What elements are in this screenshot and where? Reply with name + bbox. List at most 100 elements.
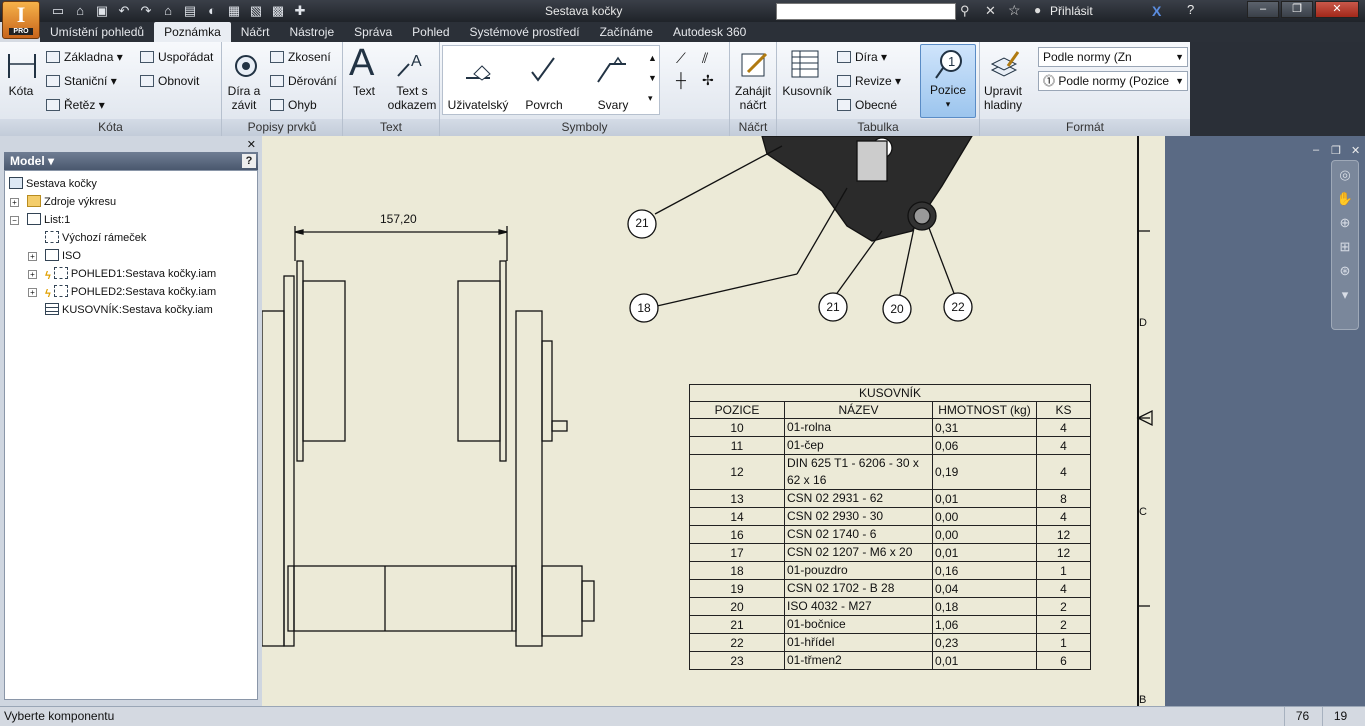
zoom-window-icon[interactable]: ⊞ [1339, 239, 1351, 254]
tree-node-parts-list[interactable]: KUSOVNÍK:Sestava kočky.iam [45, 302, 213, 318]
browser-header[interactable]: Model ▾? [4, 152, 258, 170]
close-button[interactable]: ✕ [1315, 1, 1359, 18]
revision-button[interactable]: Revize ▾ [837, 74, 901, 88]
undo-icon[interactable]: ↶ [118, 3, 130, 18]
tools-icon[interactable]: ✕ [985, 3, 996, 18]
tab-autodesk-360[interactable]: Autodesk 360 [672, 25, 747, 39]
return-icon[interactable]: ▩ [271, 3, 285, 18]
tab-tools[interactable]: Nástroje [289, 25, 335, 39]
navbar-menu-icon[interactable]: ▾ [1341, 287, 1349, 302]
drawing-canvas[interactable]: 157,20 21 18 21 20 22 D C B KUSOVNÍK POZ… [262, 136, 1165, 706]
help-icon[interactable]: ? [1187, 2, 1195, 17]
general-table-button[interactable]: Obecné [837, 98, 897, 112]
style-combo[interactable]: Podle normy (Zn▼ [1038, 47, 1188, 67]
arrange-button[interactable]: Uspořádat [140, 50, 213, 64]
collapse-icon[interactable]: − [10, 216, 19, 225]
balloon-21-a[interactable]: 21 [635, 216, 649, 230]
balloon-20[interactable]: 20 [890, 302, 904, 316]
steering-wheel-icon[interactable]: ◎ [1339, 167, 1351, 182]
view-minimize-icon[interactable]: – [1313, 144, 1320, 156]
minimize-button[interactable]: – [1247, 1, 1279, 18]
redo-icon[interactable]: ↷ [140, 3, 152, 18]
retrieve-button[interactable]: Obnovit [140, 74, 199, 88]
dimension-button[interactable]: Kóta [8, 84, 34, 98]
tab-sketch[interactable]: Náčrt [240, 25, 270, 39]
dimension-value[interactable]: 157,20 [380, 212, 417, 226]
browser-help-icon[interactable]: ? [242, 154, 256, 168]
select-icon[interactable]: ◐ [208, 3, 216, 18]
bend-button[interactable]: Ohyb [270, 98, 317, 112]
text-button[interactable]: Text [352, 84, 375, 98]
expand-icon[interactable]: + [10, 198, 19, 207]
zoom-icon[interactable]: ⊕ [1339, 215, 1351, 230]
new-icon[interactable]: ▭ [51, 3, 65, 18]
measure-icon[interactable]: ▦ [227, 3, 241, 18]
zoom-all-icon[interactable]: ⊛ [1339, 263, 1351, 278]
chain-button[interactable]: Řetěz ▾ [46, 98, 105, 112]
parts-list-button[interactable]: Kusovník [782, 84, 832, 98]
pan-icon[interactable]: ✋ [1336, 191, 1354, 206]
surface-button[interactable]: Povrch [525, 98, 563, 112]
chamfer-button[interactable]: Zkosení [270, 50, 331, 64]
application-menu-button[interactable]: I PRO [2, 1, 40, 39]
expand-icon[interactable]: + [28, 270, 37, 279]
parts-list-table[interactable]: KUSOVNÍK POZICE NÁZEV HMOTNOST (kg) KS 1… [689, 384, 1091, 670]
balloon-18[interactable]: 18 [637, 301, 651, 315]
view-restore-icon[interactable]: ❐ [1331, 145, 1341, 157]
tree-node-default-border[interactable]: Výchozí rámeček [45, 230, 146, 246]
punch-button[interactable]: Děrování [270, 74, 337, 88]
search-icon[interactable]: ⚲ [960, 3, 970, 18]
weld-button[interactable]: Svary [597, 98, 629, 112]
centerline-bisector-icon[interactable]: ⫽ [702, 50, 709, 66]
tree-node-drawing-resources[interactable]: Zdroje výkresu [27, 194, 116, 210]
ordinate-button[interactable]: Staniční ▾ [46, 74, 117, 88]
view-close-icon[interactable]: ✕ [1351, 145, 1361, 157]
maximize-button[interactable]: ❐ [1281, 1, 1313, 18]
expand-icon[interactable]: + [28, 288, 37, 297]
user-symbol-button[interactable]: Uživatelský [447, 98, 509, 112]
home-icon[interactable]: ⌂ [164, 3, 172, 18]
tree-node-sheet[interactable]: List:1 [27, 212, 70, 228]
tab-place-views[interactable]: Umístění pohledů [50, 25, 145, 39]
balloon-21-b[interactable]: 21 [826, 300, 840, 314]
tab-get-started[interactable]: Začínáme [599, 25, 653, 39]
tab-manage[interactable]: Správa [354, 25, 393, 39]
help-search-input[interactable] [776, 3, 956, 20]
tab-view[interactable]: Pohled [412, 25, 450, 39]
print-icon[interactable]: ▤ [183, 3, 197, 18]
update-icon[interactable]: ▧ [249, 3, 263, 18]
hole-table-button[interactable]: Díra ▾ [837, 50, 887, 64]
tab-annotate[interactable]: Poznámka [154, 22, 231, 42]
more-icon[interactable]: ✚ [294, 3, 306, 18]
baseline-button[interactable]: Základna ▾ [46, 50, 123, 64]
tab-environments[interactable]: Systémové prostředí [469, 25, 580, 39]
center-mark-icon[interactable]: ┼ [676, 72, 686, 88]
balloon-22[interactable]: 22 [951, 300, 965, 314]
favorites-icon[interactable]: ☆ [1008, 2, 1021, 18]
expand-icon[interactable]: + [28, 252, 37, 261]
tree-node-assembly[interactable]: Sestava kočky [9, 176, 97, 192]
sign-in-link[interactable]: Přihlásit [1050, 4, 1093, 18]
save-icon[interactable]: ▣ [95, 3, 109, 18]
centerline-icon[interactable]: ⟋ [676, 50, 686, 66]
browser-close-icon[interactable]: ✕ [246, 139, 256, 151]
layer-combo[interactable]: ⓵ Podle normy (Pozice▼ [1038, 71, 1188, 91]
